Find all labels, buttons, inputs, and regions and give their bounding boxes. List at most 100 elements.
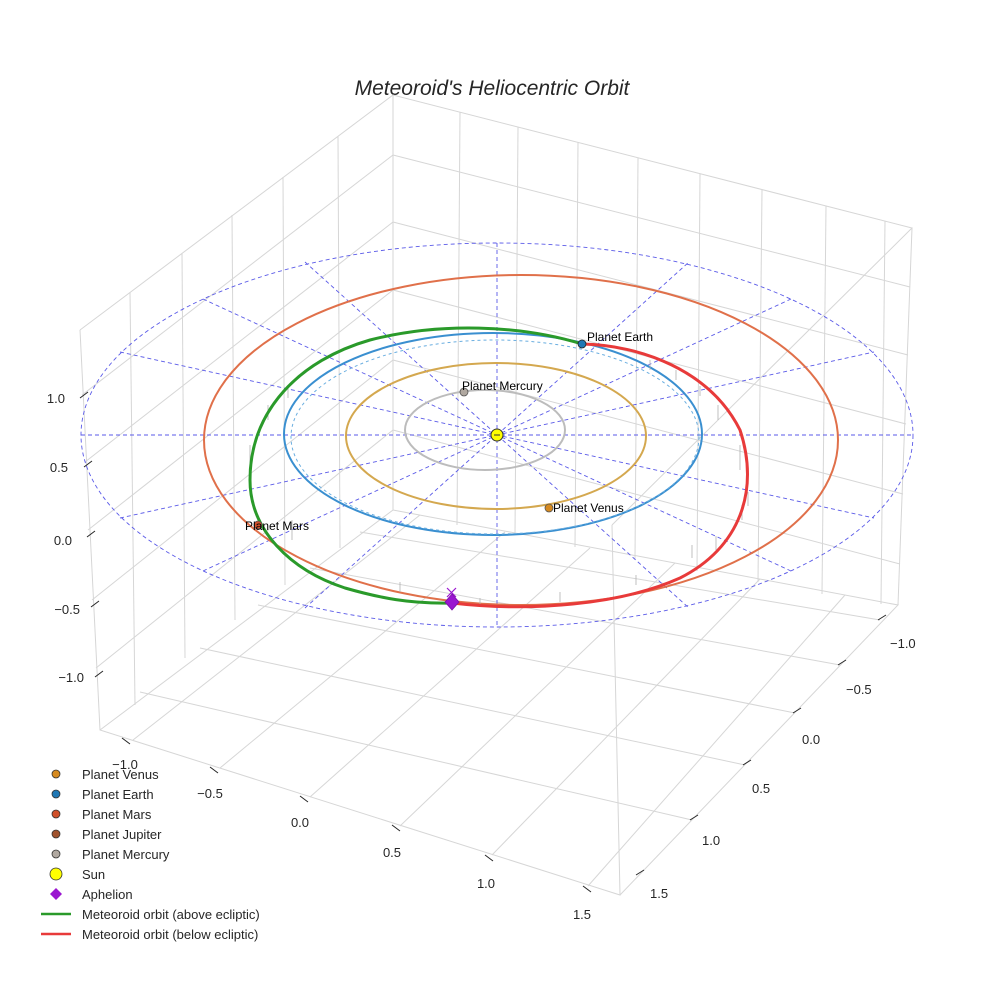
grid-line bbox=[491, 578, 761, 856]
sun-dot-icon bbox=[36, 864, 76, 884]
legend-item-sun: Sun bbox=[36, 864, 260, 884]
orbit-venus bbox=[345, 362, 647, 510]
grid-line bbox=[309, 547, 591, 798]
z-tick: −1.0 bbox=[58, 670, 84, 685]
legend-label: Planet Jupiter bbox=[82, 826, 162, 842]
green-line-icon bbox=[36, 904, 76, 924]
box-top-edges bbox=[79, 94, 913, 526]
grid-line bbox=[757, 189, 763, 583]
aphelion-marker bbox=[444, 587, 460, 611]
grid-line bbox=[392, 359, 904, 495]
venus-dot-icon bbox=[36, 764, 76, 784]
grid-line bbox=[456, 111, 461, 526]
grid-line bbox=[337, 135, 341, 549]
box-back-left bbox=[99, 95, 394, 731]
planet-earth-label: Planet Earth bbox=[587, 330, 653, 344]
legend-item-mars: Planet Mars bbox=[36, 804, 260, 824]
sun-marker bbox=[490, 428, 504, 442]
legend: Planet Venus Planet Earth Planet Mars Pl… bbox=[36, 764, 260, 944]
x-tick: 1.5 bbox=[573, 907, 591, 922]
box-back-right bbox=[897, 227, 913, 606]
grid-line bbox=[257, 604, 796, 714]
grid-line bbox=[399, 562, 676, 827]
grid-line bbox=[587, 594, 846, 887]
jupiter-dot-icon bbox=[36, 824, 76, 844]
grid-line bbox=[87, 289, 394, 531]
grid-line bbox=[84, 221, 394, 463]
grid-line bbox=[219, 531, 506, 769]
grid-line bbox=[282, 176, 286, 586]
planet-venus-marker bbox=[544, 503, 554, 513]
earth-dot-icon bbox=[36, 784, 76, 804]
legend-item-earth: Planet Earth bbox=[36, 784, 260, 804]
planet-venus-label: Planet Venus bbox=[553, 501, 624, 515]
z-tick: −0.5 bbox=[54, 602, 80, 617]
grid-line bbox=[696, 173, 701, 572]
grid-line bbox=[574, 141, 579, 548]
grid-line bbox=[139, 691, 693, 821]
reference-spoke bbox=[304, 261, 690, 609]
red-line-icon bbox=[36, 924, 76, 944]
x-tick: 1.0 bbox=[477, 876, 495, 891]
legend-item-orbit-above: Meteoroid orbit (above ecliptic) bbox=[36, 904, 260, 924]
y-tick: 1.0 bbox=[702, 833, 720, 848]
grid-line bbox=[132, 514, 421, 741]
legend-label: Meteoroid orbit (below ecliptic) bbox=[82, 926, 259, 942]
orbit-earth-reference bbox=[290, 339, 700, 535]
legend-item-venus: Planet Venus bbox=[36, 764, 260, 784]
orbit-mars bbox=[203, 274, 839, 606]
legend-label: Meteoroid orbit (above ecliptic) bbox=[82, 906, 260, 922]
grid-line bbox=[91, 359, 394, 601]
legend-item-aphelion: Aphelion bbox=[36, 884, 260, 904]
grid-line bbox=[181, 252, 186, 659]
legend-label: Planet Venus bbox=[82, 766, 159, 782]
meteoroid-orbit-above bbox=[248, 326, 583, 605]
x-tick: 0.5 bbox=[383, 845, 401, 860]
legend-label: Planet Earth bbox=[82, 786, 154, 802]
legend-item-mercury: Planet Mercury bbox=[36, 844, 260, 864]
grid-line bbox=[199, 647, 746, 766]
legend-label: Aphelion bbox=[82, 886, 133, 902]
grid-line bbox=[359, 531, 881, 621]
planet-mercury-label: Planet Mercury bbox=[462, 379, 543, 393]
y-tick: 0.5 bbox=[752, 781, 770, 796]
legend-item-jupiter: Planet Jupiter bbox=[36, 824, 260, 844]
x-tick: 0.0 bbox=[291, 815, 309, 830]
orbit-mercury bbox=[404, 389, 566, 471]
legend-item-orbit-below: Meteoroid orbit (below ecliptic) bbox=[36, 924, 260, 944]
z-tick: 0.0 bbox=[54, 533, 72, 548]
legend-label: Planet Mars bbox=[82, 806, 152, 822]
grid-line bbox=[231, 214, 236, 621]
grid-line bbox=[821, 205, 827, 595]
z-tick: 1.0 bbox=[47, 391, 65, 406]
meteoroid-orbit-below bbox=[451, 342, 749, 609]
y-tick: −1.0 bbox=[890, 636, 916, 651]
tick-labels: 1.0 0.5 0.0 −0.5 −1.0 −1.0 −0.5 0.0 0.5 … bbox=[47, 391, 916, 922]
reference-spoke bbox=[304, 261, 690, 609]
planet-mercury-marker bbox=[459, 387, 469, 397]
meteoroid-orbit bbox=[248, 326, 749, 609]
z-tick: 0.5 bbox=[50, 460, 68, 475]
grid-line bbox=[634, 157, 639, 560]
x-tick: −0.5 bbox=[197, 786, 223, 801]
diamond-icon bbox=[36, 884, 76, 904]
mercury-dot-icon bbox=[36, 844, 76, 864]
y-tick: −0.5 bbox=[846, 682, 872, 697]
y-tick: 0.0 bbox=[802, 732, 820, 747]
planet-markers: Planet Mercury Planet Earth Planet Venus… bbox=[245, 330, 653, 533]
orbit-earth bbox=[283, 332, 703, 536]
planet-mars-label: Planet Mars bbox=[245, 519, 309, 533]
planet-mars-marker bbox=[253, 520, 263, 530]
planet-earth-marker bbox=[577, 339, 587, 349]
grid-line bbox=[129, 291, 136, 706]
grid-line bbox=[880, 220, 886, 605]
grid bbox=[79, 94, 913, 896]
box-left-face bbox=[79, 329, 621, 896]
grid-line bbox=[392, 154, 911, 288]
grid-line bbox=[81, 154, 394, 396]
grid-line bbox=[95, 429, 394, 669]
chart-title: Meteoroid's Heliocentric Orbit bbox=[355, 77, 631, 100]
mars-dot-icon bbox=[36, 804, 76, 824]
legend-label: Sun bbox=[82, 866, 106, 882]
